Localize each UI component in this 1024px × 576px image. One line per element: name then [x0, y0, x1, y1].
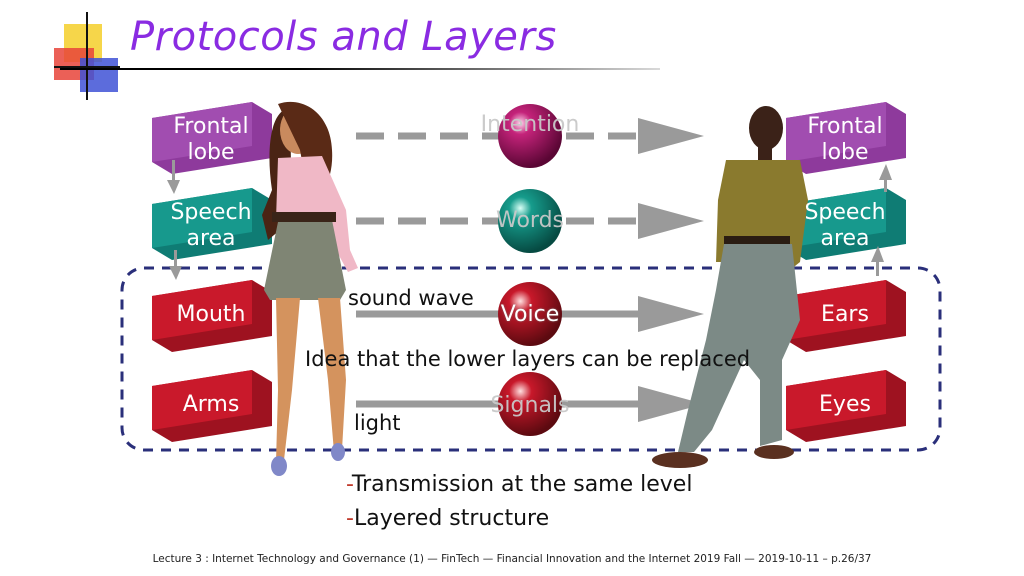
left-box-arms	[152, 370, 272, 442]
right-box-eyes	[786, 370, 906, 442]
left-box-mouth	[152, 280, 272, 352]
right-box-frontal-lobe	[786, 102, 906, 174]
left-box-arms-label: Arms	[182, 392, 240, 417]
woman-figure-icon	[262, 101, 358, 476]
teal-sphere-icon	[498, 189, 562, 253]
page-title: Protocols and Layers	[130, 14, 557, 60]
right-box-speech-area	[786, 188, 906, 260]
bullet-layered: -Layered structure	[346, 506, 550, 531]
magenta-sphere-icon	[498, 104, 562, 168]
light-label: light	[354, 411, 401, 435]
right-up-arrows	[871, 164, 892, 276]
lower-layers-frame	[120, 266, 942, 452]
sound-wave-label: sound wave	[348, 286, 474, 310]
right-box-eyes-label: Eyes	[819, 392, 871, 417]
intention-label: Intention	[480, 112, 580, 137]
left-down-arrows	[167, 160, 182, 280]
signals-label: Signals	[490, 393, 570, 418]
right-box-ears	[786, 280, 906, 352]
bullet-transmission: -Transmission at the same level	[346, 472, 693, 497]
voice-label: Voice	[500, 302, 560, 327]
red-sphere-icon	[498, 282, 562, 346]
slide-footer: Lecture 3 : Internet Technology and Gove…	[152, 553, 872, 565]
man-figure-icon	[652, 106, 808, 468]
words-label: Words	[495, 208, 564, 233]
left-box-frontal-lobe	[152, 102, 272, 174]
red-sphere-icon	[498, 372, 562, 436]
left-box-mouth-label: Mouth	[176, 302, 246, 327]
right-box-ears-label: Ears	[821, 302, 869, 327]
title-underline	[60, 68, 660, 70]
left-box-speech-area	[152, 188, 272, 260]
replace-note: Idea that the lower layers can be replac…	[305, 347, 751, 371]
